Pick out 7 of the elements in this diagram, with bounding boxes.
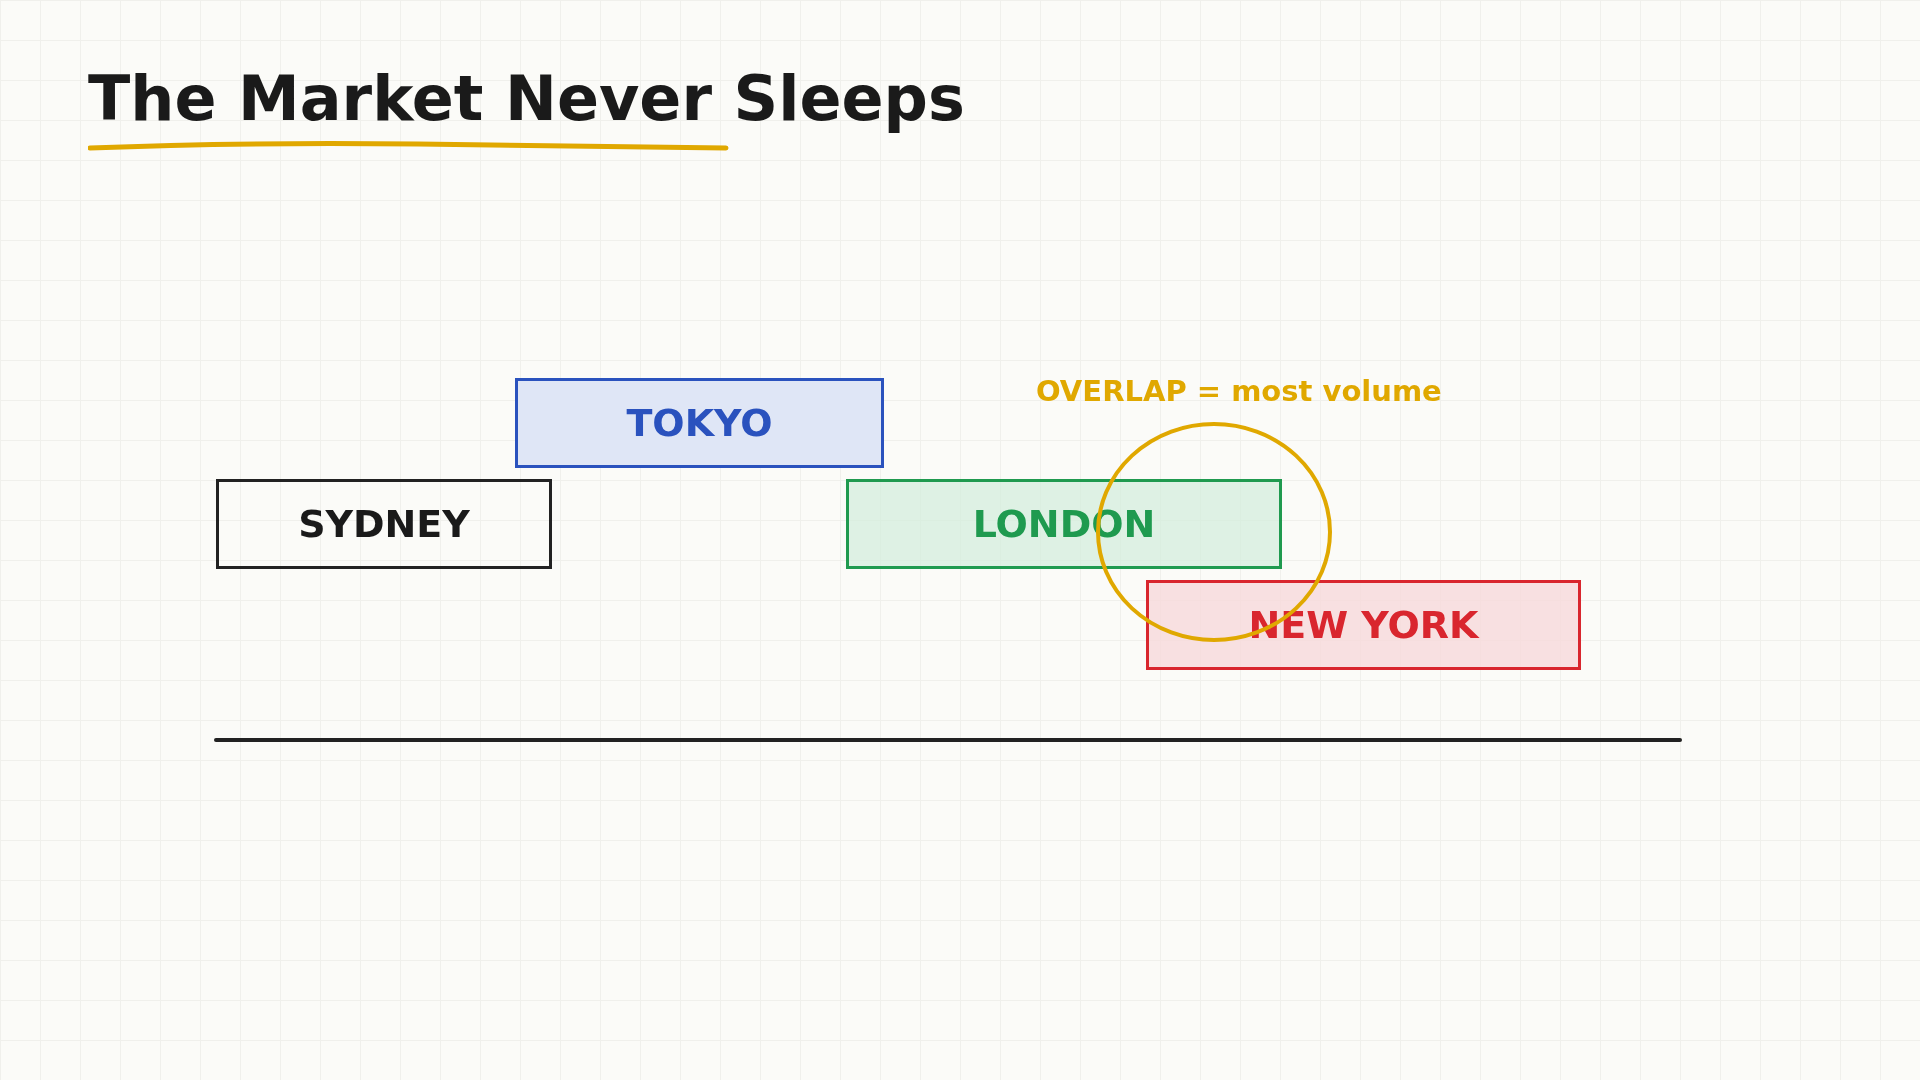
session-name: SYDNEY [298,502,470,546]
session-box [216,479,552,569]
session-box [1146,580,1581,670]
title: The Market Never Sleeps [88,62,965,135]
annotation-text: OVERLAP = most volume [1036,374,1442,408]
session-name: TOKYO [626,401,773,445]
session-box [515,378,884,468]
